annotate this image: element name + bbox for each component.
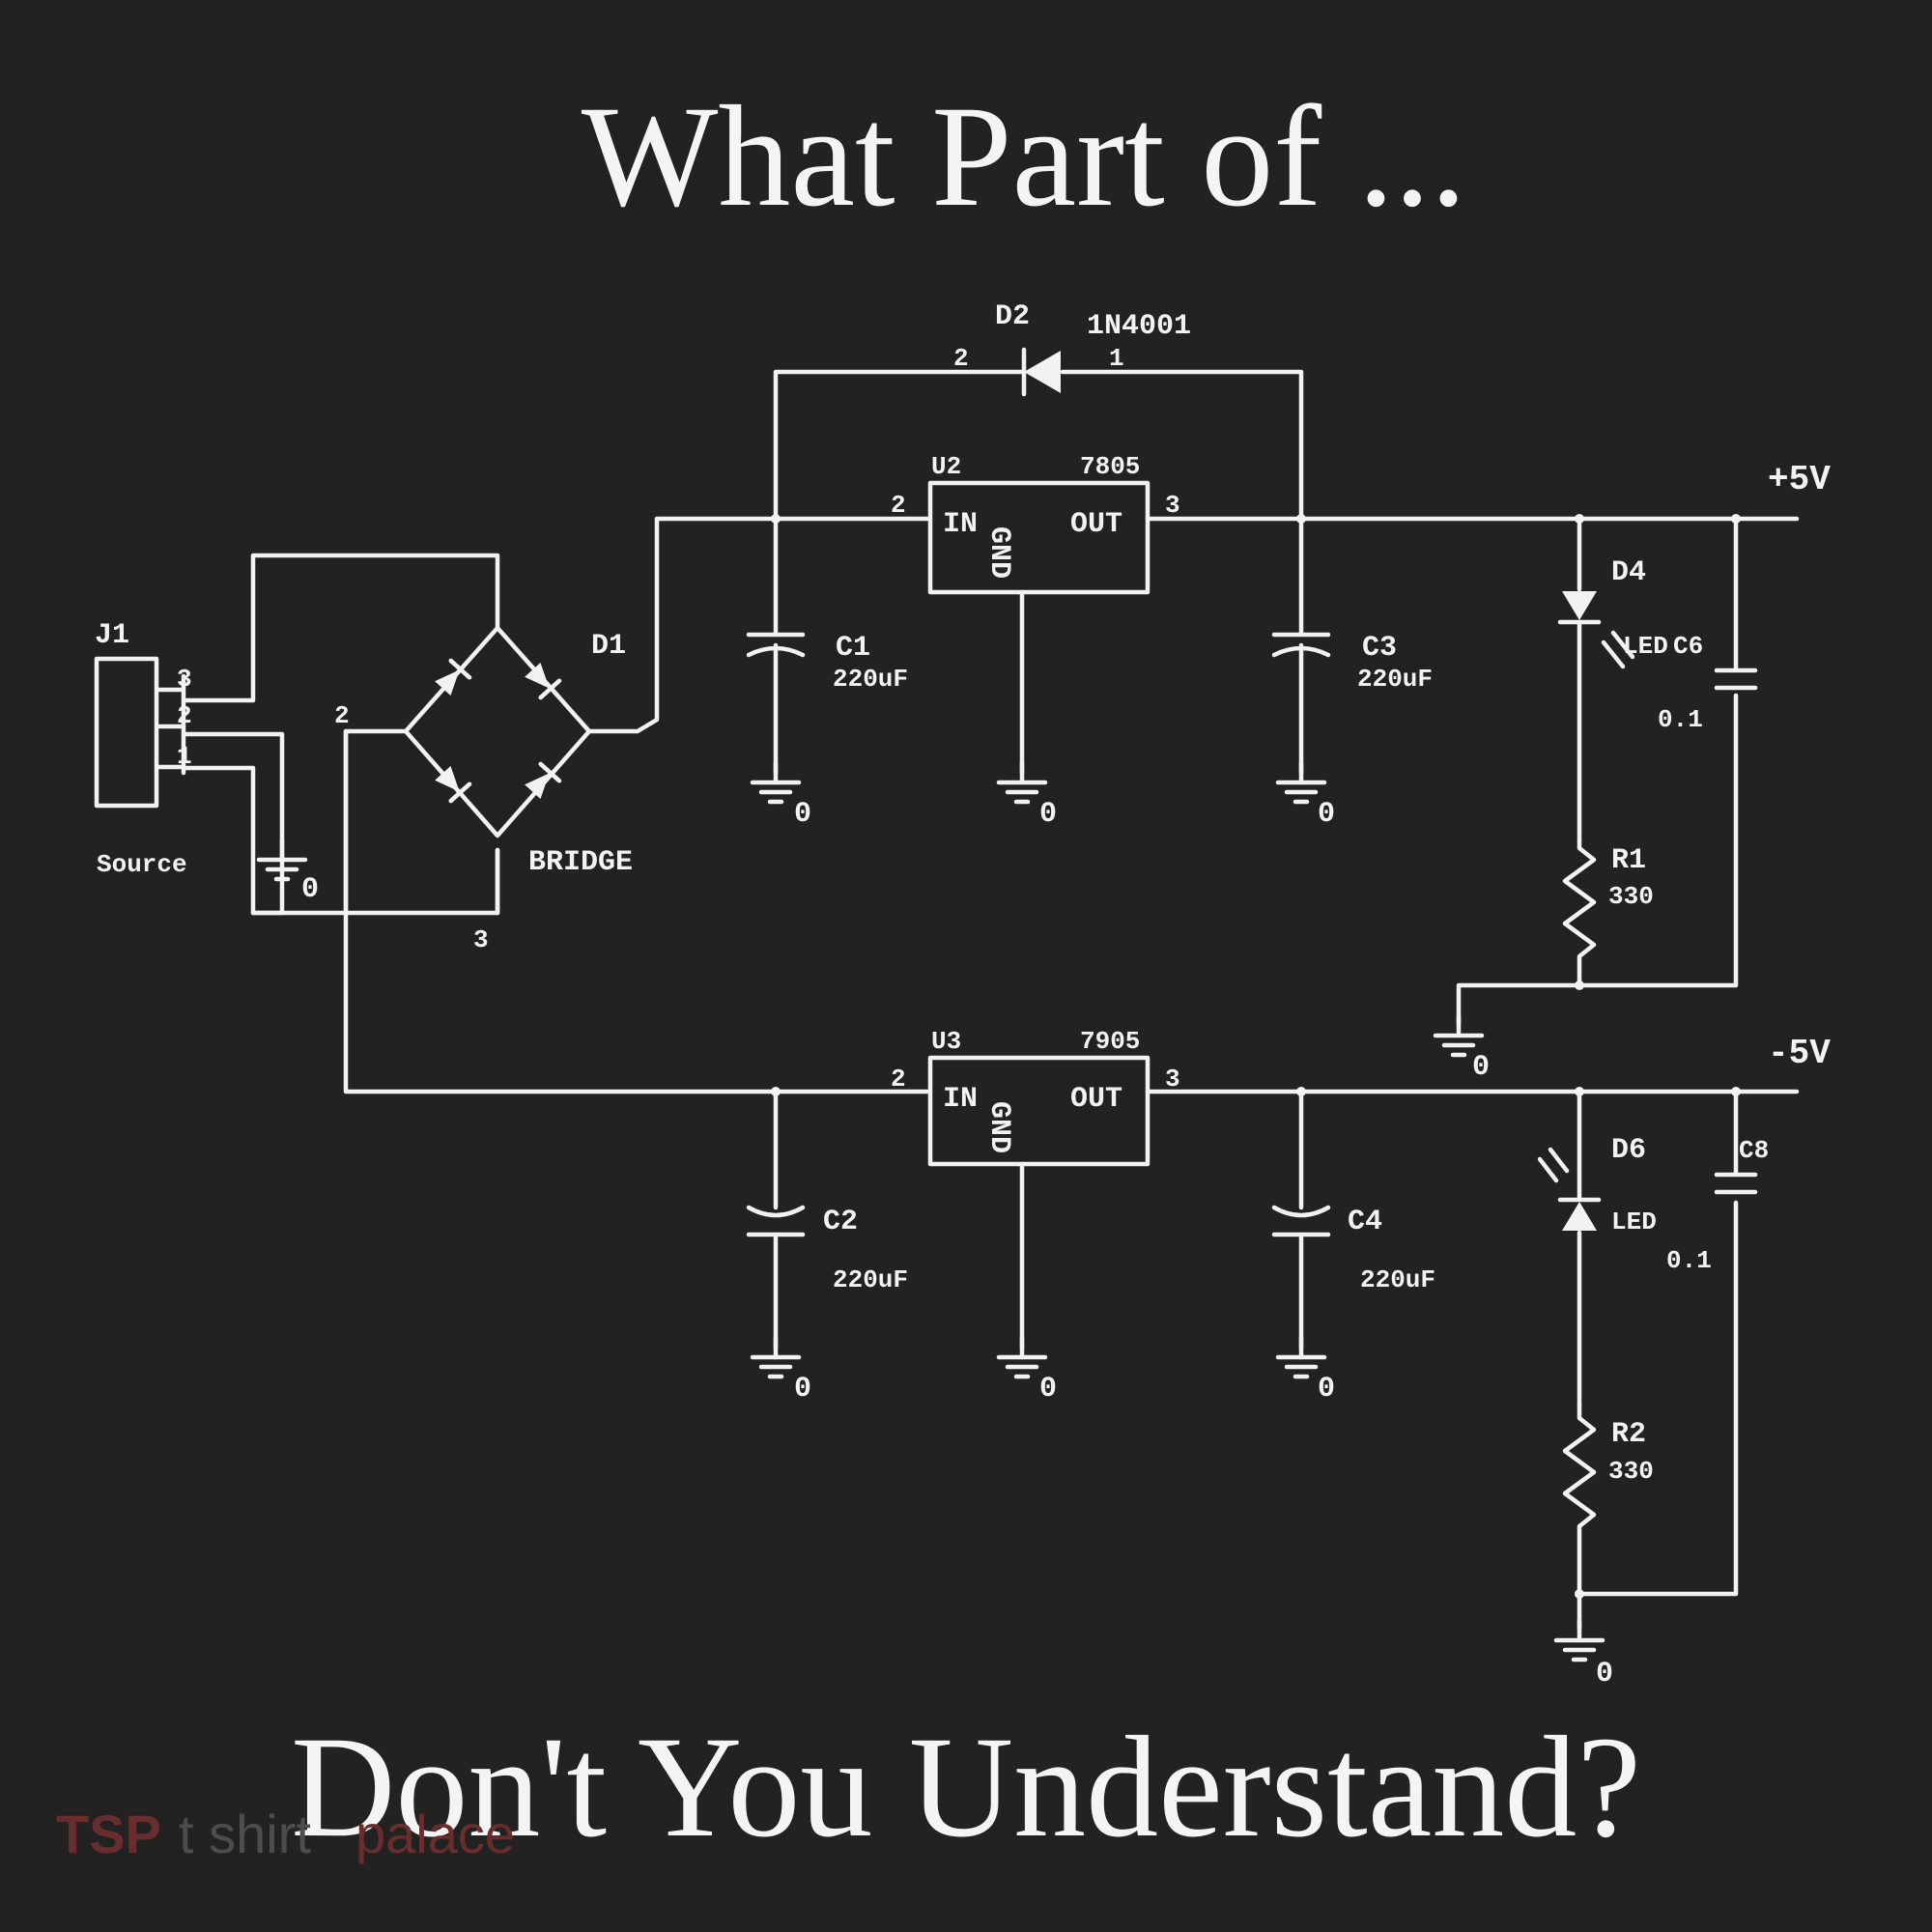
j1-ref-label: J1 <box>95 619 129 652</box>
capacitor-c1 <box>746 516 806 776</box>
r1-ref-label: R1 <box>1611 844 1646 877</box>
u3-ref-label: U3 <box>931 1027 961 1056</box>
rail-positive-label: +5V <box>1768 460 1831 499</box>
capacitor-c6 <box>1714 516 1758 691</box>
u2-out-label: OUT <box>1070 508 1122 541</box>
led-d4 <box>1560 516 1635 843</box>
r2-ref-label: R2 <box>1611 1418 1646 1451</box>
c6-ref-label: C6 <box>1673 632 1703 661</box>
c1-value-label: 220uF <box>833 665 908 694</box>
capacitor-c2 <box>746 1089 806 1350</box>
bridge-pin-left-label: 2 <box>334 701 350 730</box>
u3-gnd-label: GND <box>982 1101 1015 1153</box>
d6-ref-label: D6 <box>1611 1134 1646 1167</box>
rail-negative-label: -5V <box>1768 1034 1831 1073</box>
connector-j1 <box>94 656 186 809</box>
d2-pin-left-label: 2 <box>953 344 969 373</box>
input-wiring <box>181 553 930 1094</box>
ground-u3-icon <box>999 1338 1045 1377</box>
u3-out-label: OUT <box>1070 1083 1122 1116</box>
ground-c4-icon <box>1278 1338 1324 1377</box>
u2-pin-out-label: 3 <box>1165 491 1180 520</box>
bridge-name-label: BRIDGE <box>528 846 633 879</box>
ground-c4-label: 0 <box>1318 1373 1335 1406</box>
c1-ref-label: C1 <box>836 632 870 665</box>
regulator-u3 <box>927 1055 1800 1350</box>
headline-bottom: Don't You Understand? <box>291 1707 1641 1867</box>
headline-top: What Part of ... <box>582 76 1466 237</box>
ground-r2-icon <box>1556 1621 1603 1660</box>
capacitor-c3 <box>1271 516 1331 776</box>
u2-pin-in-label: 2 <box>891 491 906 520</box>
watermark-logo: TSP <box>56 1804 161 1864</box>
ground-u2-icon <box>999 763 1045 802</box>
watermark-brand-first: t shirt <box>179 1804 311 1864</box>
u2-in-label: IN <box>943 508 978 541</box>
u2-part-label: 7805 <box>1080 452 1140 481</box>
resistor-r1 <box>1456 693 1739 1027</box>
j1-pin-3-label: 3 <box>177 665 192 694</box>
ground-r1-icon <box>1435 1016 1482 1055</box>
regulator-u2 <box>927 480 1800 776</box>
u2-gnd-label: GND <box>982 526 1015 579</box>
c8-ref-label: C8 <box>1739 1136 1769 1165</box>
u3-in-label: IN <box>943 1083 978 1116</box>
bridge-rectifier <box>403 516 930 838</box>
d2-pin-right-label: 1 <box>1109 344 1124 373</box>
d2-part-label: 1N4001 <box>1087 310 1191 343</box>
u2-ref-label: U2 <box>931 452 961 481</box>
r2-value-label: 330 <box>1608 1457 1654 1486</box>
ground-c3-label: 0 <box>1318 798 1335 831</box>
ground-j1-label: 0 <box>301 873 319 906</box>
u3-pin-in-label: 2 <box>891 1065 906 1094</box>
c4-ref-label: C4 <box>1348 1206 1382 1238</box>
c3-value-label: 220uF <box>1357 665 1433 694</box>
ground-u3-label: 0 <box>1039 1373 1057 1406</box>
c2-ref-label: C2 <box>823 1206 858 1238</box>
c3-ref-label: C3 <box>1362 632 1397 665</box>
ground-c1-label: 0 <box>794 798 811 831</box>
c6-value-label: 0.1 <box>1658 705 1703 734</box>
r1-value-label: 330 <box>1608 882 1654 911</box>
bridge-pin-bottom-label: 3 <box>473 925 489 954</box>
watermark: TSP t shirt palace <box>56 1804 515 1864</box>
j1-pin-2-label: 2 <box>177 701 192 730</box>
c4-value-label: 220uF <box>1360 1265 1435 1294</box>
d2-ref-label: D2 <box>995 300 1030 333</box>
bridge-ref-label: D1 <box>591 630 626 663</box>
capacitor-c4 <box>1271 1089 1331 1350</box>
led-d6 <box>1537 1089 1599 1408</box>
d4-ref-label: D4 <box>1611 556 1646 589</box>
d4-type-label: LED <box>1623 632 1668 661</box>
capacitor-c8 <box>1714 1089 1758 1195</box>
c8-value-label: 0.1 <box>1666 1246 1712 1275</box>
diode-d2 <box>773 347 1304 522</box>
watermark-brand-second: palace <box>355 1804 515 1864</box>
ground-r2-label: 0 <box>1596 1658 1613 1690</box>
ground-c2-label: 0 <box>794 1373 811 1406</box>
ground-c3-icon <box>1278 763 1324 802</box>
d6-type-label: LED <box>1611 1208 1657 1236</box>
ground-c2-icon <box>753 1338 799 1377</box>
ground-c1-icon <box>753 763 799 802</box>
j1-pin-1-label: 1 <box>177 742 192 771</box>
j1-name-label: Source <box>97 850 187 879</box>
ground-u2-label: 0 <box>1039 798 1057 831</box>
c2-value-label: 220uF <box>833 1265 908 1294</box>
u3-part-label: 7905 <box>1080 1027 1140 1056</box>
u3-pin-out-label: 3 <box>1165 1065 1180 1094</box>
ground-r1-label: 0 <box>1472 1051 1490 1084</box>
